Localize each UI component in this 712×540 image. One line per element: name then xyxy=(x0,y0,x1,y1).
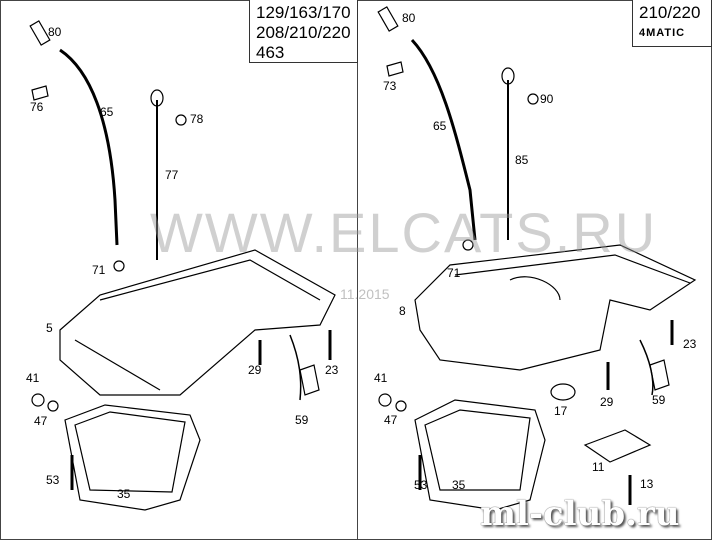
plug-71-left xyxy=(113,260,125,272)
model-line: 463 xyxy=(256,43,285,62)
part-label[interactable]: 59 xyxy=(295,413,309,427)
drain-plug-41-right xyxy=(378,393,392,407)
plug-71-right xyxy=(462,239,474,251)
part-label[interactable]: 8 xyxy=(399,304,406,318)
4matic-badge: 4MATIC xyxy=(639,27,686,39)
dipstick-tube-left xyxy=(59,48,119,246)
part-label[interactable]: 29 xyxy=(248,363,262,377)
oil-pan-upper-left-rim xyxy=(99,259,321,301)
model-box-left: 129/163/170 208/210/220 463 xyxy=(249,0,358,63)
watermark-text: WWW.ELCATS.RU xyxy=(150,201,658,264)
oil-pan-upper-right-tube xyxy=(509,276,561,301)
drain-plug-41-left xyxy=(31,393,45,407)
part-label[interactable]: 41 xyxy=(26,371,40,385)
ml-club-logo: ml-club.ru xyxy=(480,494,680,534)
model-line: 208/210/220 xyxy=(256,23,351,42)
part-label[interactable]: 53 xyxy=(46,473,60,487)
part-label[interactable]: 13 xyxy=(640,477,654,491)
model-line: 129/163/170 xyxy=(256,3,351,22)
cover-59-left xyxy=(299,364,320,396)
washer-47-right xyxy=(395,400,407,412)
watermark-date: 11.2015 xyxy=(340,286,390,302)
part-label[interactable]: 71 xyxy=(92,263,106,277)
seal-ring-90 xyxy=(527,93,539,105)
part-label[interactable]: 73 xyxy=(383,79,397,93)
oil-pan-upper-left xyxy=(59,249,336,396)
part-label[interactable]: 90 xyxy=(540,92,554,106)
part-label[interactable]: 11 xyxy=(592,460,605,474)
oil-pan-lower-left-rim xyxy=(74,411,186,493)
oil-pan-lower-right-rim xyxy=(424,409,531,491)
part-label[interactable]: 59 xyxy=(652,393,666,407)
part-label[interactable]: 80 xyxy=(48,25,62,39)
part-label[interactable]: 23 xyxy=(325,363,339,377)
part-label[interactable]: 65 xyxy=(100,105,114,119)
part-label[interactable]: 5 xyxy=(46,321,53,335)
part-label[interactable]: 85 xyxy=(515,153,529,167)
seal-ring-78 xyxy=(175,114,187,126)
part-label[interactable]: 35 xyxy=(117,487,131,501)
part-label[interactable]: 76 xyxy=(30,100,44,114)
part-label[interactable]: 41 xyxy=(374,371,388,385)
dipstick-handle-right xyxy=(501,67,515,85)
part-label[interactable]: 65 xyxy=(433,119,447,133)
oil-pan-lower-right xyxy=(414,399,546,511)
gasket-11 xyxy=(583,429,652,463)
bolt-76 xyxy=(31,85,49,101)
oil-pan-upper-right xyxy=(414,244,697,371)
part-label[interactable]: 17 xyxy=(554,404,568,418)
oil-pan-lower-left xyxy=(64,404,201,511)
model-line: 210/220 xyxy=(639,3,701,22)
part-label[interactable]: 80 xyxy=(402,11,416,25)
part-label[interactable]: 78 xyxy=(190,112,204,126)
part-label[interactable]: 53 xyxy=(414,478,428,492)
arrow-59-left xyxy=(289,334,302,401)
dipstick-tube-right xyxy=(410,38,477,241)
part-label[interactable]: 47 xyxy=(34,414,48,428)
part-label[interactable]: 35 xyxy=(452,478,466,492)
part-label[interactable]: 29 xyxy=(600,395,614,409)
dipstick-handle-left xyxy=(150,89,164,107)
arrow-59-right xyxy=(639,339,654,396)
sensor-80-right xyxy=(377,6,399,32)
panel-divider xyxy=(357,0,358,540)
part-label[interactable]: 47 xyxy=(384,413,398,427)
sensor-80-left xyxy=(29,20,51,46)
seal-17 xyxy=(550,383,576,401)
part-label[interactable]: 77 xyxy=(165,168,179,182)
bolt-73 xyxy=(386,61,404,77)
model-box-right: 210/220 4MATIC xyxy=(632,0,712,47)
part-label[interactable]: 71 xyxy=(447,266,461,280)
oil-pan-upper-right-rim xyxy=(454,254,691,284)
part-label[interactable]: 23 xyxy=(683,337,697,351)
washer-47-left xyxy=(47,400,59,412)
oil-pan-upper-left-rib xyxy=(74,339,161,391)
